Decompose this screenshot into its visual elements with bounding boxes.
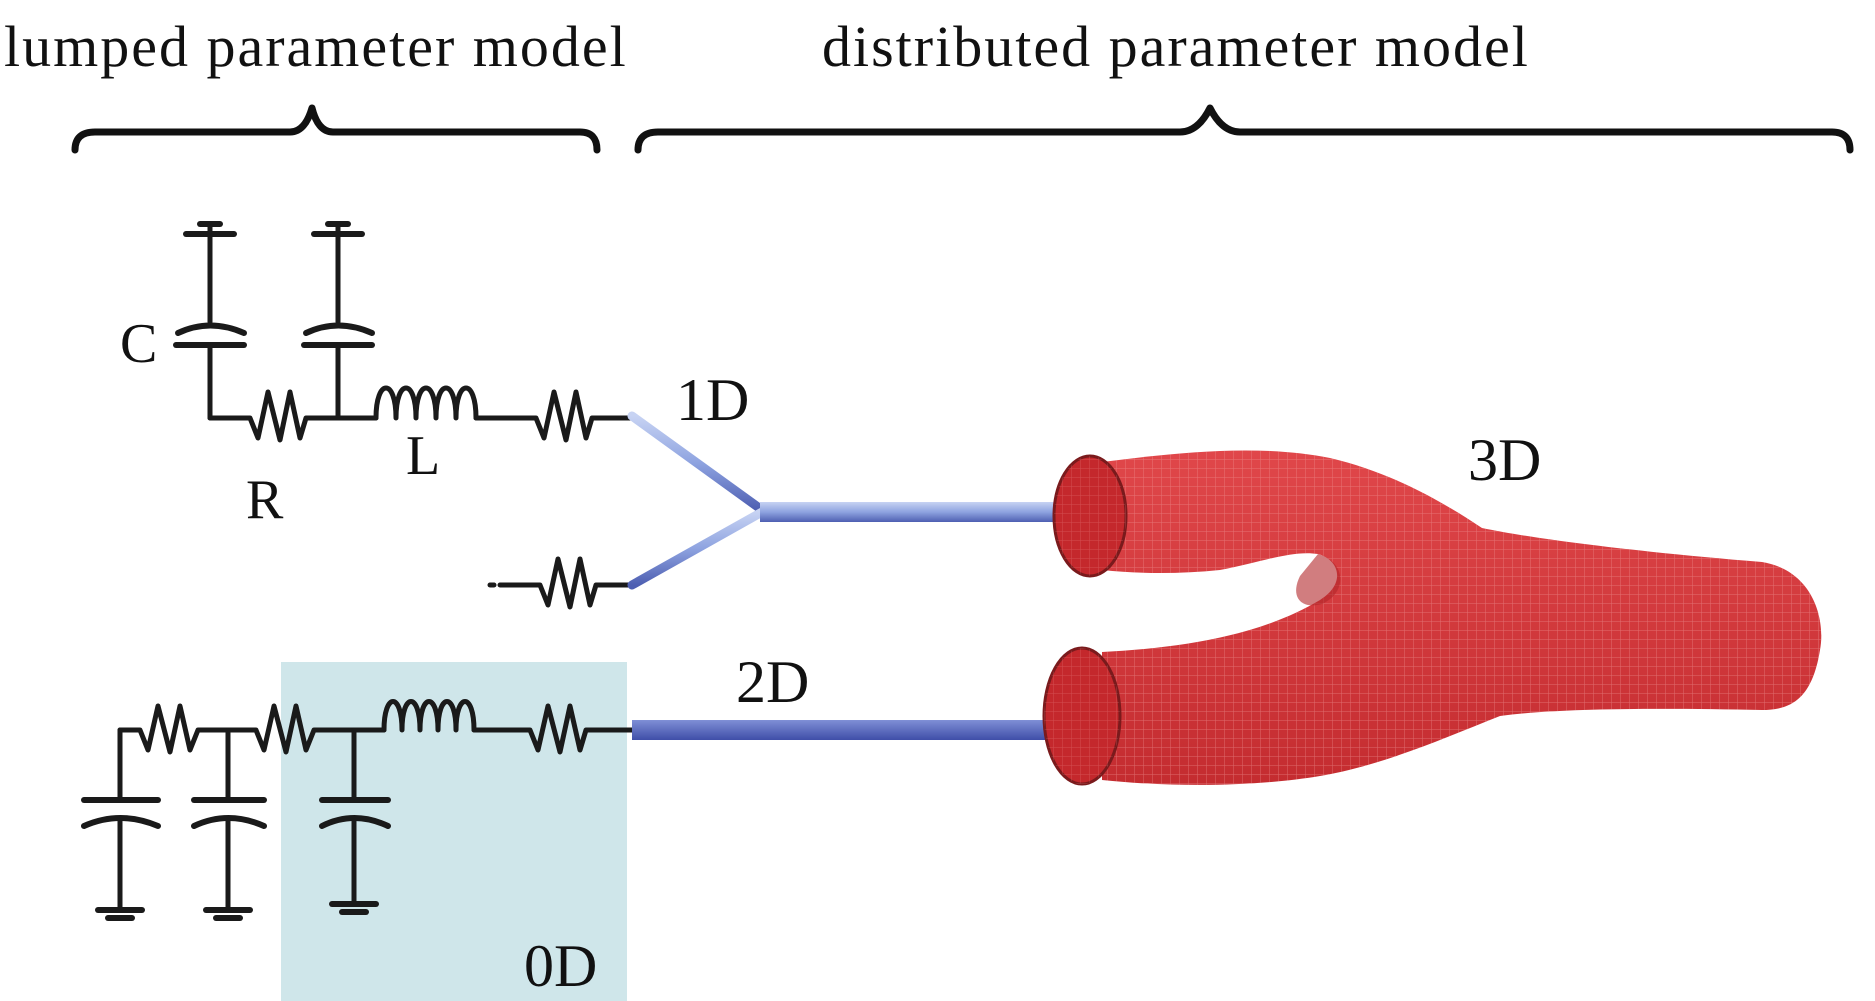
lumped-model-brace bbox=[71, 104, 601, 154]
inductor-label: L bbox=[406, 425, 440, 487]
one-d-network bbox=[627, 411, 1062, 590]
two-d-label: 2D bbox=[736, 649, 809, 715]
three-d-vessel bbox=[1042, 450, 1822, 786]
upper-circuit bbox=[173, 221, 635, 443]
capacitor-label: C bbox=[120, 313, 157, 375]
resistor-label: R bbox=[246, 469, 284, 531]
zero-d-label: 0D bbox=[524, 933, 597, 999]
distributed-model-brace bbox=[634, 104, 1854, 154]
distributed-model-heading: distributed parameter model bbox=[822, 14, 1530, 79]
lumped-model-heading: lumped parameter model bbox=[4, 14, 628, 79]
one-d-label: 1D bbox=[676, 367, 749, 433]
three-d-label: 3D bbox=[1468, 427, 1541, 493]
lower-circuit bbox=[81, 699, 635, 921]
upper-outlet-resistor bbox=[487, 556, 635, 610]
two-d-line bbox=[632, 720, 1050, 740]
